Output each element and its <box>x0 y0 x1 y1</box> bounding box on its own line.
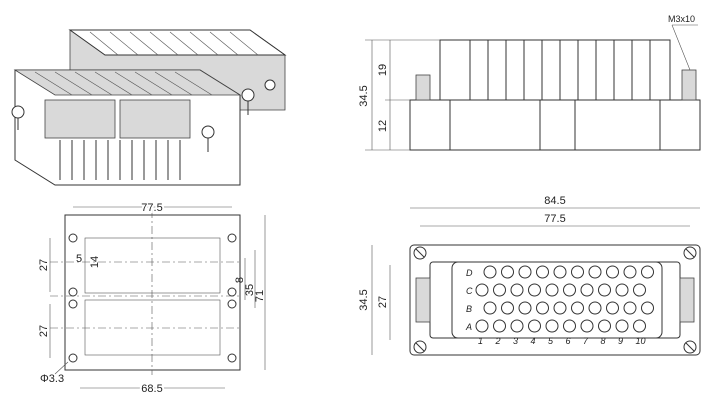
side-upper-dim: 19 <box>377 64 389 76</box>
corner-screw-icon <box>413 246 697 354</box>
front-height-dim: 34.5 <box>358 289 370 310</box>
contact-hole <box>518 265 532 279</box>
contact-hole <box>493 319 506 333</box>
cutout-small-v-dim: 14 <box>89 256 101 268</box>
side-view: M3x10 34.5 19 12 <box>358 14 701 151</box>
mounting-hole-icon <box>68 233 237 363</box>
contact-hole <box>571 301 584 315</box>
contact-hole <box>588 301 602 315</box>
contact-hole <box>588 265 602 279</box>
column-label: 9 <box>618 336 623 346</box>
contact-hole <box>545 319 559 333</box>
cutout-right-b-dim: 35 <box>244 284 256 296</box>
contact-hole <box>641 301 654 315</box>
contact-hole <box>598 283 611 297</box>
contact-hole <box>475 283 489 297</box>
column-label: 7 <box>583 336 589 346</box>
cutout-left-lower-dim: 27 <box>38 325 50 337</box>
column-label: 5 <box>548 336 554 346</box>
contact-hole <box>501 301 514 315</box>
front-inner-height-dim: 27 <box>377 296 389 308</box>
cutout-left-upper-dim: 27 <box>38 259 50 271</box>
column-label: 4 <box>531 336 536 346</box>
row-label-d: D <box>466 268 473 278</box>
hole-diameter-label: Φ3.3 <box>40 373 64 385</box>
contact-hole <box>633 283 646 297</box>
cutout-right-c-dim: 71 <box>254 290 266 302</box>
contact-hole <box>493 283 506 297</box>
contact-hole <box>545 283 559 297</box>
contact-hole <box>553 301 567 315</box>
contact-hole <box>615 319 629 333</box>
row-label-b: B <box>466 304 472 314</box>
contact-hole <box>580 283 594 297</box>
contact-hole <box>510 283 524 297</box>
cutout-small-h-dim: 5 <box>76 253 82 265</box>
column-label: 8 <box>601 336 606 346</box>
contact-hole <box>615 283 629 297</box>
cutout-view: 77.5 68.5 27 27 5 14 8 35 71 Φ3.3 <box>38 200 266 397</box>
front-inner-width-dim: 77.5 <box>544 213 565 225</box>
isometric-view <box>11 29 287 186</box>
front-view: 84.5 77.5 34.5 27 1 2 3 4 5 6 7 8 9 10 D C B A <box>358 195 701 356</box>
contact-grid: 1 2 3 4 5 6 7 8 9 10 <box>475 265 654 346</box>
front-overall-width-dim: 84.5 <box>544 195 565 207</box>
contact-hole <box>536 301 549 315</box>
contact-hole <box>606 265 619 279</box>
contact-hole <box>483 301 497 315</box>
column-label: 2 <box>495 336 501 346</box>
contact-hole <box>475 319 489 333</box>
side-lower-dim: 12 <box>377 120 389 132</box>
screw-icon <box>11 79 276 152</box>
screw-label: M3x10 <box>668 14 695 24</box>
cutout-top-dim: 77.5 <box>141 202 162 214</box>
column-label: 10 <box>636 336 646 346</box>
contact-hole <box>580 319 594 333</box>
contact-hole <box>563 319 576 333</box>
contact-hole <box>563 283 576 297</box>
cutout-bottom-dim: 68.5 <box>141 383 162 395</box>
contact-hole <box>483 265 497 279</box>
contact-hole <box>501 265 514 279</box>
contact-hole <box>553 265 567 279</box>
row-label-c: C <box>466 286 473 296</box>
contact-hole <box>598 319 611 333</box>
column-label: 1 <box>478 336 483 346</box>
contact-hole <box>606 301 619 315</box>
contact-hole <box>641 265 654 279</box>
contact-hole <box>633 319 646 333</box>
right-screw-icon <box>681 69 697 101</box>
contact-hole <box>623 301 637 315</box>
contact-hole <box>571 265 584 279</box>
contact-hole <box>623 265 637 279</box>
left-screw-icon <box>415 74 431 101</box>
contact-hole <box>510 319 524 333</box>
contact-hole <box>528 283 541 297</box>
cutout-right-a-dim: 8 <box>234 277 246 283</box>
column-label: 6 <box>566 336 571 346</box>
contact-hole <box>536 265 549 279</box>
contact-hole <box>528 319 541 333</box>
contact-hole <box>518 301 532 315</box>
row-label-a: A <box>465 322 472 332</box>
side-height-dim: 34.5 <box>358 85 370 106</box>
column-label: 3 <box>513 336 518 346</box>
